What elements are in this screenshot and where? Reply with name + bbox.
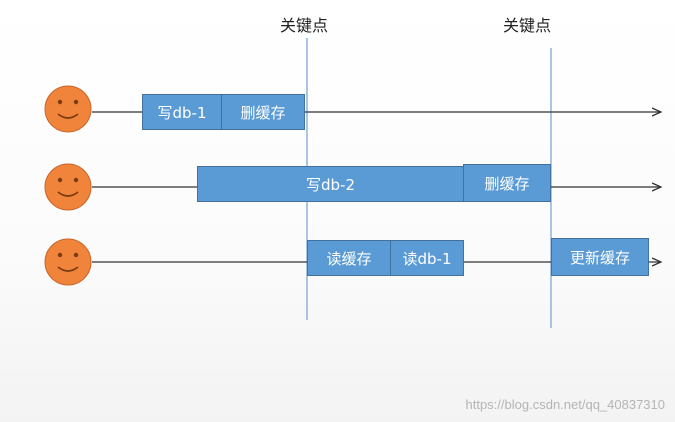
step-read-db-1: 读db-1 xyxy=(390,240,464,276)
step-write-db-1: 写db-1 xyxy=(142,94,222,130)
key-point-label-1: 关键点 xyxy=(280,16,329,35)
step-update-cache: 更新缓存 xyxy=(551,238,649,276)
step-read-cache: 读缓存 xyxy=(307,240,391,276)
smiley-face-icon-3 xyxy=(44,238,92,286)
key-point-label-2: 关键点 xyxy=(503,16,552,35)
step-delete-cache-row-2: 删缓存 xyxy=(463,164,551,202)
step-write-db-2: 写db-2 xyxy=(197,166,464,202)
step-delete-cache-row-1: 删缓存 xyxy=(221,94,305,130)
watermark: https://blog.csdn.net/qq_40837310 xyxy=(465,397,666,412)
smiley-face-icon-2 xyxy=(44,163,92,211)
smiley-face-icon-1 xyxy=(44,85,92,133)
